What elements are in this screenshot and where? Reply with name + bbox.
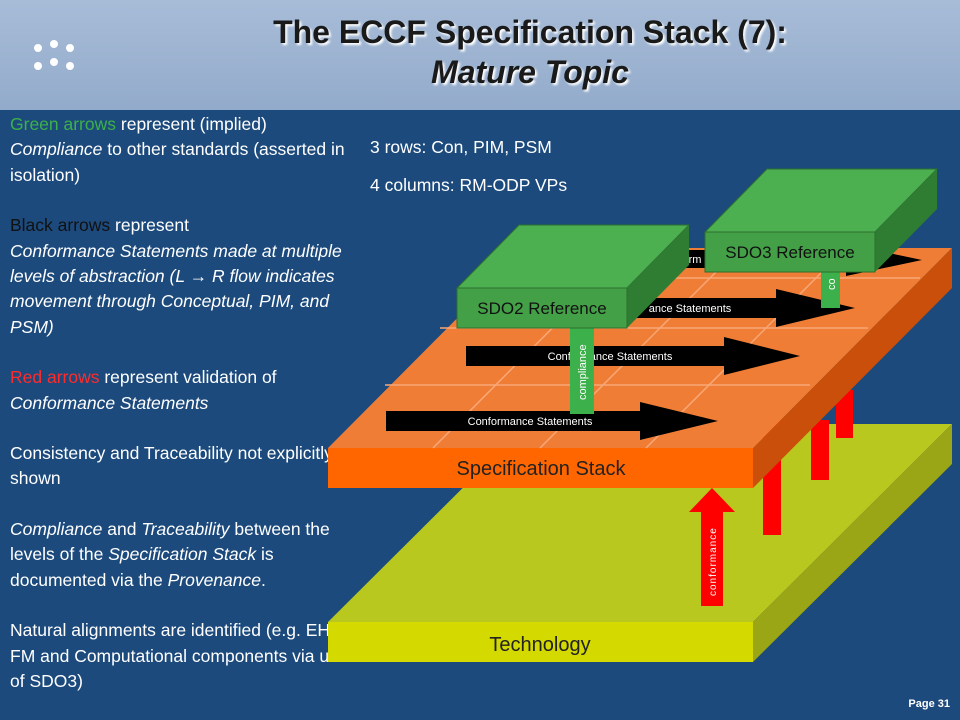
conformance-label: conformance [708, 527, 719, 596]
ct-and: and [102, 518, 142, 539]
legend-black: Black arrows represent Conformance State… [10, 213, 360, 340]
sdo3-reference-box: SDO3 Reference [703, 168, 939, 273]
ct-provenance: Provenance [167, 569, 262, 590]
red-arrow [811, 420, 829, 480]
title-line-2: Mature Topic [431, 54, 629, 90]
arrow-partial-label: ance Statements [649, 303, 732, 315]
black-arrow-head [776, 289, 855, 327]
black-arrow-row-3: ance Statements [610, 289, 855, 327]
legend-green: Green arrows represent (implied) Complia… [10, 112, 360, 188]
black-rest: represent [110, 215, 189, 236]
legend-natural: Natural alignments are identified (e.g. … [10, 620, 358, 691]
black-arrow-head [724, 337, 800, 375]
black-arrows-label: Black arrows [10, 215, 111, 236]
black-arrow-head [640, 402, 718, 440]
spec-stack-front [328, 448, 753, 488]
conformance-statements-label: Conformance Statements [468, 416, 593, 428]
red-italic: Conformance Statements [10, 392, 209, 413]
green-arrow [821, 264, 840, 308]
black-arrow-body [610, 298, 780, 318]
green-rest-2: to other standards (asserted in isolatio… [10, 139, 345, 185]
conformance-statements-label: Conformance Statements [548, 351, 673, 363]
legend-red: Red arrows represent validation of Confo… [10, 365, 360, 416]
red-arrow-head [689, 488, 735, 512]
cols-info: 4 columns: RM-ODP VPs [370, 175, 568, 195]
ct-period: . [261, 569, 266, 590]
dots-logo-icon [30, 40, 90, 80]
green-compliance-arrow-sdo2: compliance [570, 322, 594, 414]
red-arrow [836, 390, 853, 438]
legend-text: Green arrows represent (implied) Complia… [10, 112, 360, 719]
rows-cols-info: 3 rows: Con, PIM, PSM 4 columns: RM-ODP … [370, 135, 567, 211]
right-arrow-icon: → [189, 266, 208, 287]
ct-traceability: Traceability [141, 518, 230, 539]
black-arrow-row-1: Conformance Statements [386, 402, 718, 440]
page-number: Page 31 [908, 698, 950, 710]
red-arrows-label: Red arrows [10, 367, 100, 388]
compliance-partial-label: co [826, 278, 838, 290]
compliance-label: compliance [577, 344, 589, 400]
ct-between: between the levels of the [10, 518, 330, 565]
ct-spec-stack: Specification Stack [108, 544, 257, 565]
sdo2-label: SDO2 Reference [477, 299, 606, 318]
technology-slab-side [753, 424, 952, 662]
green-arrows-label: Green arrows [10, 114, 117, 134]
black-italic-2: R flow indicates movement through Concep… [10, 266, 335, 337]
spec-stack-side [753, 248, 952, 488]
sdo3-side [875, 169, 937, 272]
technology-slab-front [328, 622, 753, 662]
legend-consistency: Consistency and Traceability not explici… [10, 443, 333, 489]
sdo2-front [456, 287, 628, 329]
legend-compliance-traceability: Compliance and Traceability between the … [10, 517, 360, 593]
slide-title: The ECCF Specification Stack (7): Mature… [150, 12, 910, 92]
ct-compliance: Compliance [10, 518, 103, 539]
green-compliance-arrow-sdo3: co [821, 264, 840, 308]
sdo3-front [704, 231, 876, 273]
black-arrow-body [466, 346, 728, 366]
rows-info: 3 rows: Con, PIM, PSM [370, 137, 552, 157]
sdo2-reference-box: SDO2 Reference [455, 224, 691, 329]
sdo2-side [627, 225, 689, 328]
black-italic: Conformance Statements made at multiple … [10, 240, 342, 287]
title-line-1: The ECCF Specification Stack (7): [273, 14, 787, 50]
technology-label: Technology [489, 634, 590, 656]
title-bar: The ECCF Specification Stack (7): Mature… [0, 0, 960, 110]
red-arrow [701, 510, 723, 606]
compliance-word: Compliance [10, 139, 103, 160]
sdo3-label: SDO3 Reference [725, 243, 854, 262]
spec-stack-label: Specification Stack [457, 458, 627, 480]
red-rest: represent validation of [99, 367, 277, 388]
green-rest: represent (implied) [116, 114, 267, 134]
green-arrow [570, 322, 594, 414]
black-arrow-body [386, 411, 644, 431]
ct-documented: is documented via the [10, 544, 274, 590]
